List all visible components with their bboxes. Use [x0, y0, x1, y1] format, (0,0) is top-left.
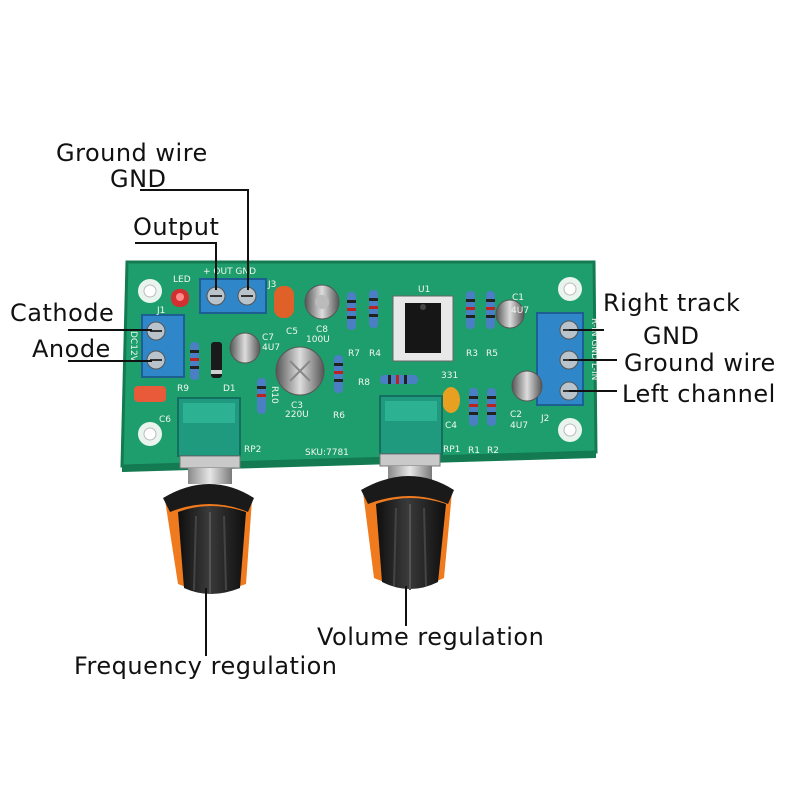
leader-ground-wire-top	[140, 189, 249, 290]
potentiometer-rp1	[379, 395, 443, 455]
silk-dc-marking: DC12V	[128, 331, 138, 363]
leader-output	[135, 242, 217, 290]
label-right-track: Right track	[603, 289, 741, 317]
silk-j1: J1	[156, 306, 165, 316]
mounting-holes	[138, 277, 582, 446]
silk-r7: R7	[348, 349, 360, 359]
silk-out-marking: + OUT GND	[203, 267, 256, 277]
silk-c7: C7	[262, 333, 274, 343]
silk-c1: C1	[512, 293, 524, 303]
silk-c3v: 220U	[285, 410, 309, 420]
capacitor-c1	[495, 299, 525, 329]
label-ground-wire-top: Ground wire	[56, 139, 208, 167]
potentiometer-rp2	[177, 397, 241, 457]
capacitor-c5	[274, 286, 294, 318]
silk-r9: R9	[177, 384, 189, 394]
silk-u1: U1	[418, 285, 430, 295]
resistor-r4	[369, 290, 378, 328]
silk-d1: D1	[223, 384, 236, 394]
ic-u1	[392, 295, 454, 362]
silk-rp2: RP2	[244, 445, 261, 455]
resistor-r7	[347, 292, 356, 330]
label-left-channel: Left channel	[622, 380, 776, 408]
silk-c5: C5	[286, 327, 298, 337]
silk-c6: C6	[159, 415, 171, 425]
silk-c2v: 4U7	[510, 421, 528, 431]
label-cathode: Cathode	[10, 299, 115, 327]
diode-d1	[211, 342, 222, 378]
silk-sku: SKU:7781	[305, 448, 349, 458]
silk-r5: R5	[486, 349, 498, 359]
silk-c1v: 4U7	[511, 306, 529, 316]
capacitor-c7	[229, 332, 261, 364]
resistors	[190, 290, 496, 426]
terminal-j3-output	[199, 278, 267, 314]
label-volume-regulation: Volume regulation	[317, 623, 545, 651]
capacitor-c4	[442, 387, 460, 413]
label-anode: Anode	[32, 335, 111, 363]
silk-r6: R6	[333, 411, 345, 421]
label-gnd-right: GND	[643, 322, 700, 350]
silk-led: LED	[173, 275, 191, 285]
silk-r4: R4	[369, 349, 381, 359]
led	[171, 289, 189, 307]
silk-c8v: 100U	[306, 335, 330, 345]
silk-r3: R3	[466, 349, 478, 359]
terminal-j1-power	[141, 314, 185, 378]
resistor-r6	[334, 355, 343, 393]
silk-rp1: RP1	[443, 445, 460, 455]
label-ground-wire-right: Ground wire	[624, 349, 776, 377]
resistor-r1	[469, 388, 478, 426]
pot-shaft-left	[179, 455, 241, 484]
silk-r1: R1	[468, 446, 480, 456]
silk-c2: C2	[510, 410, 522, 420]
pot-shaft-right	[379, 453, 441, 480]
silk-c7v: 4U7	[262, 343, 280, 353]
resistor-r2	[487, 388, 496, 426]
resistor-r10	[257, 378, 266, 414]
resistor-r9	[190, 342, 199, 380]
silk-r8: R8	[358, 378, 370, 388]
silk-j3: J3	[267, 280, 276, 290]
capacitor-c3	[275, 346, 325, 396]
knob-volume[interactable]	[361, 476, 454, 590]
capacitor-c8	[304, 284, 340, 320]
capacitor-c6	[134, 386, 166, 402]
silk-c3: C3	[291, 401, 303, 411]
silk-r10: R10	[269, 386, 279, 404]
silk-c4: C4	[445, 421, 457, 431]
silkscreen: LED + OUT GND J3 J1 DC12V C5 C7 4U7 C8 1…	[128, 267, 599, 458]
resistor-r5	[486, 291, 495, 329]
leader-lines	[68, 189, 617, 656]
resistor-r3	[466, 291, 475, 329]
capacitor-c2	[511, 370, 543, 402]
label-gnd-top: GND	[110, 165, 167, 193]
silk-in-marking: R-IN GND L-IN	[589, 318, 599, 380]
silk-j2: J2	[540, 414, 549, 424]
silk-c8: C8	[316, 325, 328, 335]
silk-331: 331	[441, 371, 458, 381]
knob-frequency[interactable]	[163, 484, 254, 594]
resistor-r8	[380, 375, 418, 384]
label-frequency-regulation: Frequency regulation	[74, 652, 338, 680]
label-output: Output	[133, 213, 220, 241]
silk-r2: R2	[487, 446, 499, 456]
